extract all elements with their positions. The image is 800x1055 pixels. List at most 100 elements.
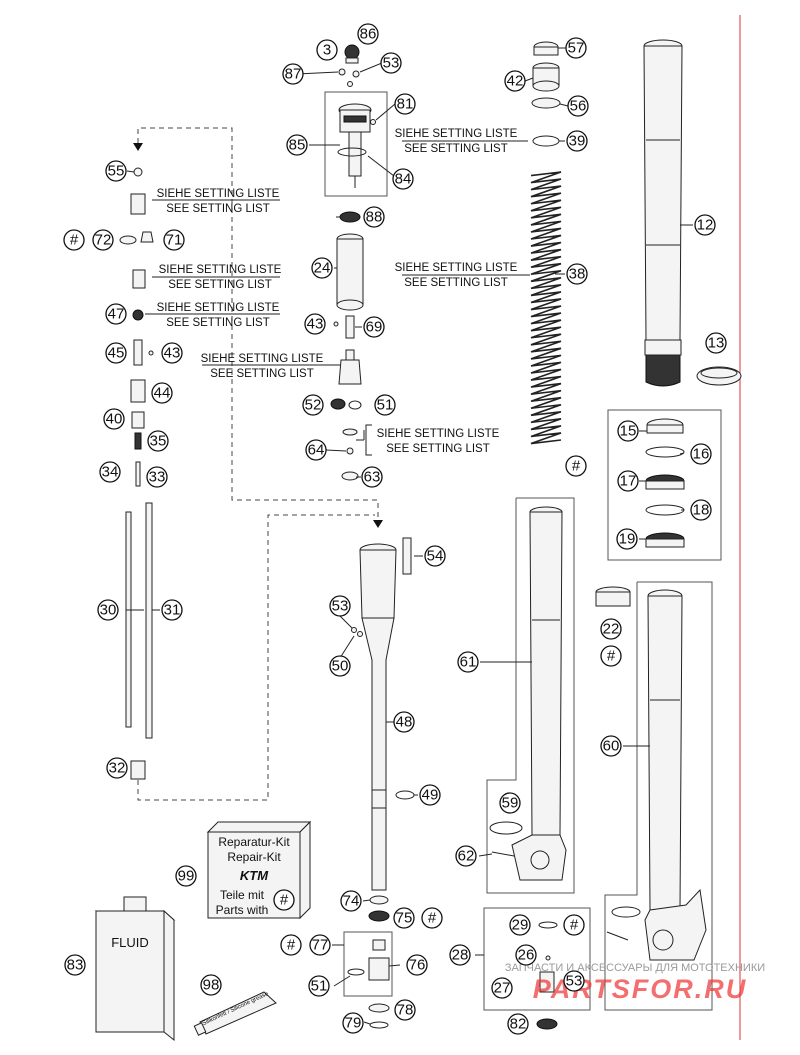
callout-53: 53 [380, 52, 402, 74]
cartridge-tube-part [359, 543, 397, 891]
top-cap-part [338, 103, 372, 188]
spring-small-part [134, 432, 142, 450]
callout-76: 76 [406, 954, 428, 976]
svg-text:30: 30 [100, 602, 117, 619]
svg-text:SIEHE SETTING LISTE: SIEHE SETTING LISTE [159, 264, 282, 276]
callout-31: 31 [161, 599, 183, 621]
svg-text:43: 43 [307, 316, 324, 333]
svg-text:39: 39 [569, 133, 586, 150]
spring-part [130, 379, 146, 403]
cap-screw-part [344, 44, 360, 64]
callout-53: 53 [329, 595, 351, 617]
callout-hash: # [273, 889, 295, 911]
o-ring-part [489, 821, 523, 835]
svg-text:83: 83 [67, 957, 84, 974]
callout-77: 77 [309, 934, 331, 956]
callout-99: 99 [175, 865, 197, 887]
callout-38: 38 [566, 263, 588, 285]
svg-text:SIEHE SETTING LISTE: SIEHE SETTING LISTE [377, 428, 500, 440]
callout-43: 43 [161, 342, 183, 364]
svg-text:16: 16 [693, 446, 710, 463]
svg-text:18: 18 [693, 502, 710, 519]
svg-text:76: 76 [409, 957, 426, 974]
svg-text:74: 74 [343, 893, 360, 910]
svg-text:45: 45 [108, 345, 125, 362]
svg-text:87: 87 [285, 66, 302, 83]
o-ring-part [337, 147, 367, 157]
callout-98: 98 [200, 974, 222, 996]
callout-51: 51 [308, 975, 330, 997]
svg-text:15: 15 [620, 423, 637, 440]
svg-text:77: 77 [312, 937, 329, 954]
callout-17: 17 [617, 470, 639, 492]
washer-part [531, 97, 561, 109]
callout-39: 39 [566, 130, 588, 152]
callout-29: 29 [509, 914, 531, 936]
svg-text:53: 53 [383, 55, 400, 72]
shim-stack-part [132, 269, 146, 289]
svg-text:12: 12 [697, 217, 714, 234]
callout-13: 13 [705, 332, 727, 354]
o-ring-part [611, 906, 641, 918]
shim-stack-part [130, 193, 146, 215]
setting-note: SIEHE SETTING LISTE SEE SETTING LIST [201, 353, 324, 380]
sleeve-part [131, 411, 145, 429]
svg-text:#: # [287, 937, 296, 954]
svg-text:28: 28 [452, 947, 469, 964]
svg-text:48: 48 [396, 714, 413, 731]
callout-hash: # [563, 914, 585, 936]
svg-text:SIEHE SETTING LISTE: SIEHE SETTING LISTE [395, 262, 518, 274]
spacer-part [532, 135, 560, 147]
svg-text:40: 40 [106, 411, 123, 428]
svg-text:99: 99 [178, 868, 195, 885]
svg-text:61: 61 [460, 654, 477, 671]
svg-text:56: 56 [570, 98, 587, 115]
valve-part [539, 971, 555, 993]
svg-text:SEE SETTING LIST: SEE SETTING LIST [168, 279, 272, 291]
svg-text:44: 44 [154, 385, 171, 402]
svg-text:47: 47 [108, 306, 125, 323]
callout-87: 87 [282, 63, 304, 85]
fluid-label: FLUID [111, 935, 149, 950]
ball-part [148, 350, 154, 356]
valve-body-part [345, 315, 355, 339]
callout-83: 83 [64, 954, 86, 976]
callout-34: 34 [99, 461, 121, 483]
callout-50: 50 [329, 655, 351, 677]
watermark-text: ЗАПЧАСТИ И АКСЕССУАРЫ ДЛЯ МОТОТЕХНИКИ [505, 962, 765, 974]
needle-part [135, 461, 141, 487]
small-screw-part [352, 70, 360, 78]
repair-kit-label: Reparatur-Kit Repair-Kit KTM Teile mit P… [216, 835, 291, 917]
callout-54: 54 [424, 545, 446, 567]
o-ring-part [347, 968, 365, 976]
setting-note: SIEHE SETTING LISTE SEE SETTING LIST [395, 262, 530, 289]
svg-text:84: 84 [395, 171, 412, 188]
cap-group-box [324, 91, 388, 197]
callout-33: 33 [146, 466, 168, 488]
washer-part [369, 895, 389, 905]
callout-44: 44 [151, 382, 173, 404]
svg-text:Repair-Kit: Repair-Kit [227, 850, 281, 864]
ring-part [533, 46, 559, 56]
assembly-path-lower [137, 514, 375, 801]
arrow-down-icon [133, 143, 143, 151]
upper-tube-part [643, 39, 683, 387]
callout-3: 3 [316, 39, 338, 61]
svg-text:49: 49 [422, 787, 439, 804]
callout-hash: # [600, 645, 622, 667]
callout-52: 52 [302, 394, 324, 416]
svg-text:62: 62 [458, 848, 475, 865]
setting-note: SIEHE SETTING LISTE SEE SETTING LIST [159, 264, 282, 291]
svg-text:42: 42 [507, 73, 524, 90]
svg-text:SEE SETTING LIST: SEE SETTING LIST [166, 203, 270, 215]
bushing-small-part [372, 939, 386, 951]
end-nut-part [130, 760, 146, 780]
svg-text:#: # [280, 892, 289, 909]
svg-text:98: 98 [203, 977, 220, 994]
svg-text:SIEHE SETTING LISTE: SIEHE SETTING LISTE [201, 353, 324, 365]
svg-text:52: 52 [305, 397, 322, 414]
callout-hash: # [565, 455, 587, 477]
callout-43: 43 [304, 313, 326, 335]
assembly-path-upper [137, 127, 379, 520]
svg-text:35: 35 [150, 433, 167, 450]
